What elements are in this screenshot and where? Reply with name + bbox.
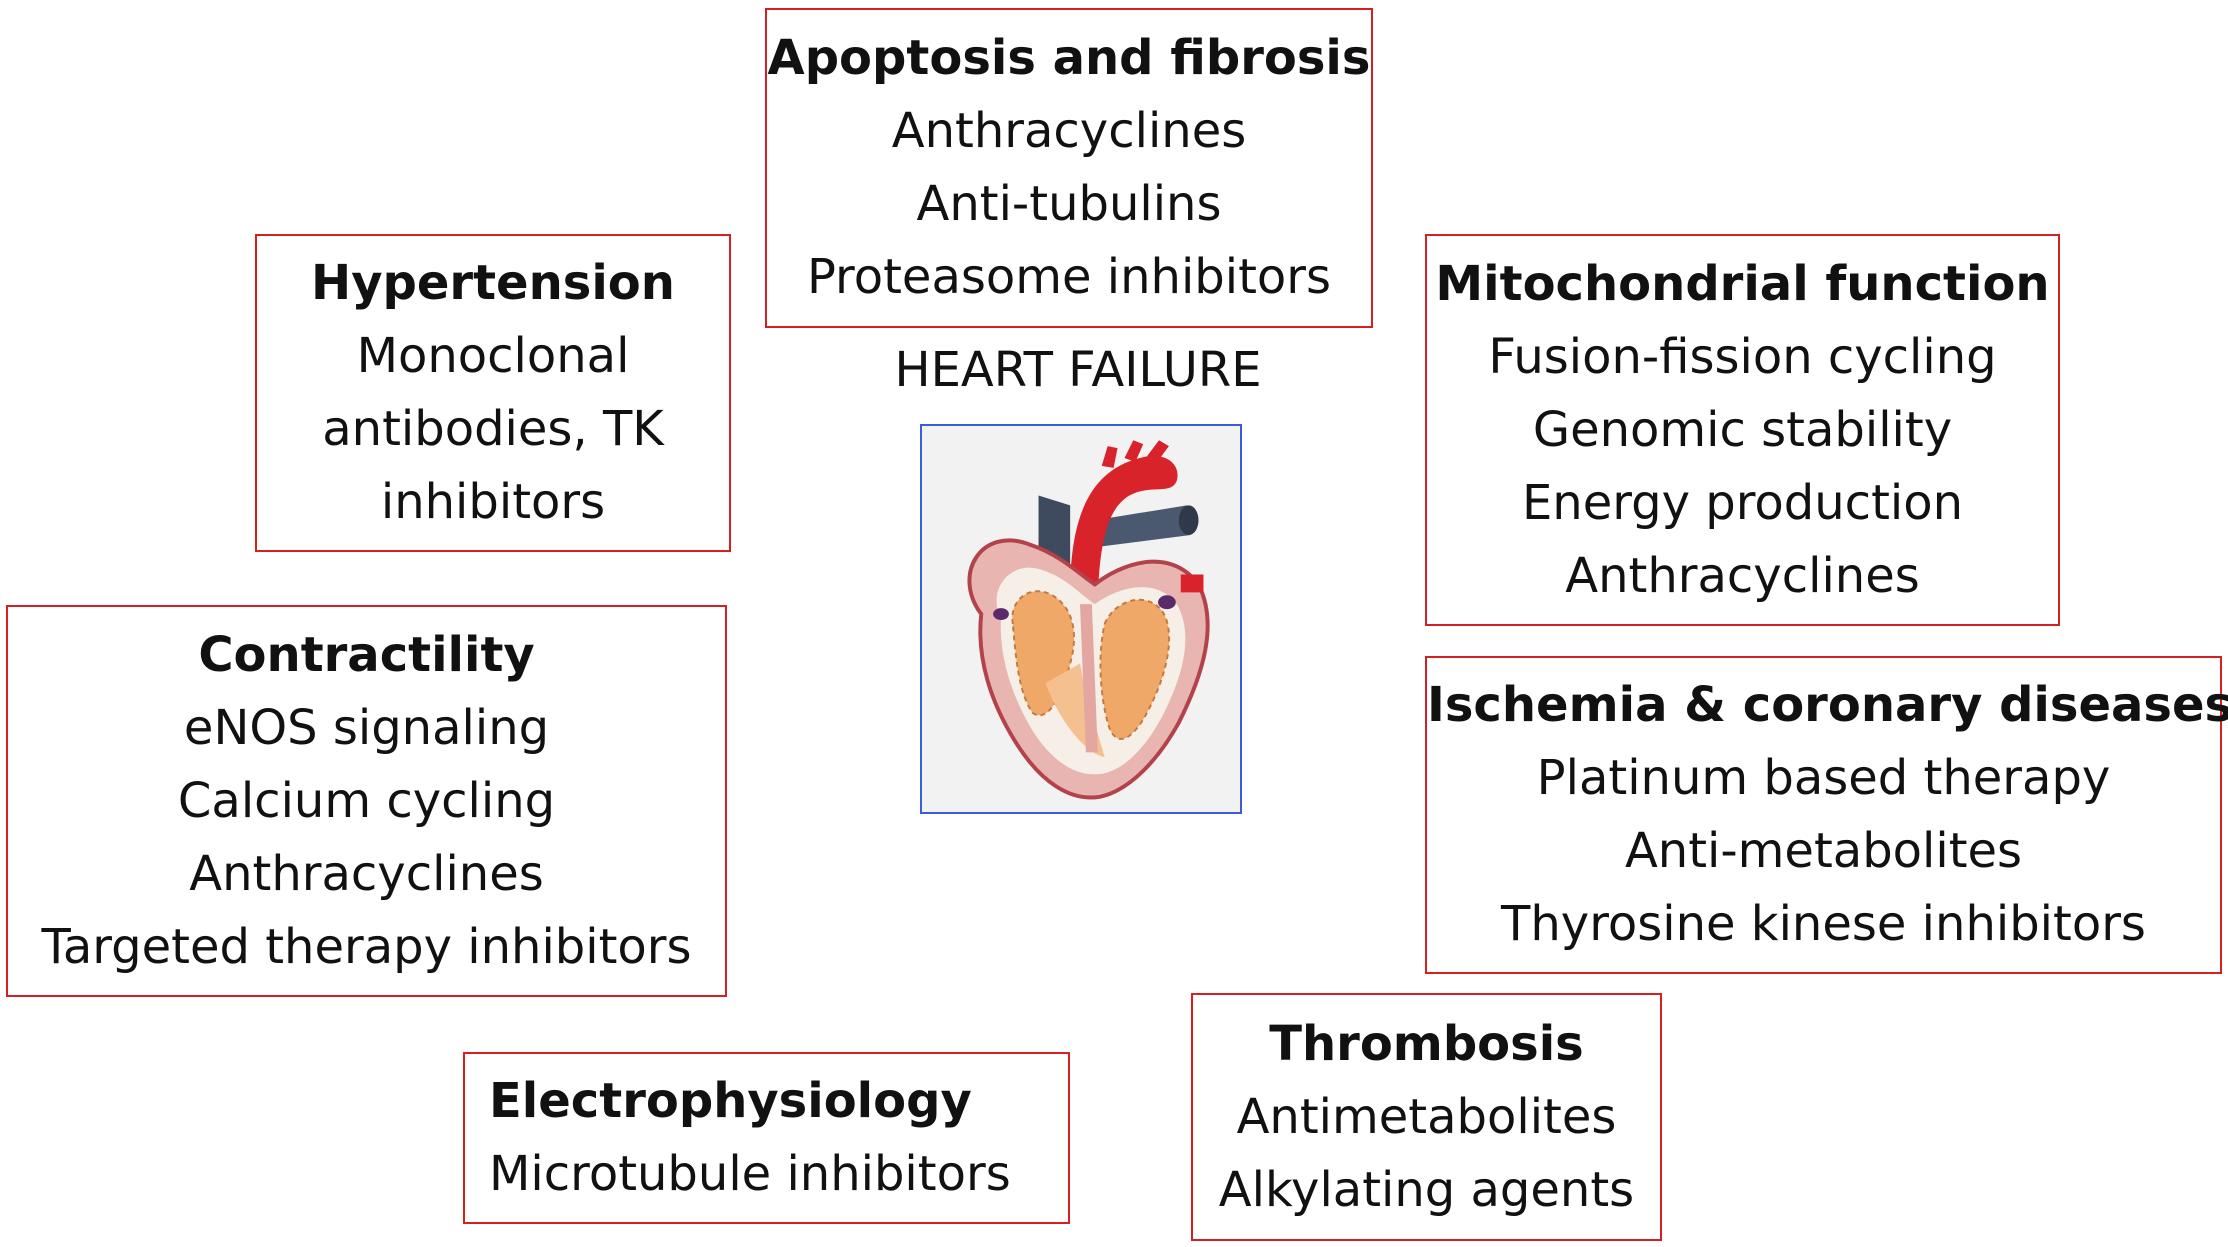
box-mitochondrial-function: Mitochondrial function Fusion-fission cy… [1425,234,2060,626]
box-item: Microtubule inhibitors [489,1146,1011,1202]
box-item: Genomic stability [1532,401,1953,458]
box-ischemia-coronary: Ischemia & coronary diseases Platinum ba… [1425,656,2228,974]
box-item: Anti-tubulins [916,176,1222,232]
box-item: Antimetabolites [1236,1088,1617,1145]
box-item: Fusion-fission cycling [1488,328,1997,385]
box-thrombosis: Thrombosis Antimetabolites Alkylating ag… [1191,993,1662,1241]
box-item: Alkylating agents [1218,1161,1635,1218]
box-apoptosis-fibrosis: Apoptosis and fibrosis Anthracyclines An… [765,8,1373,328]
box-item: inhibitors [380,474,606,530]
box-title: Apoptosis and fibrosis [767,30,1371,86]
center-label-heart-failure: HEART FAILURE [894,342,1262,398]
box-item: Proteasome inhibitors [806,249,1332,305]
box-item: Anthracyclines [1565,547,1920,604]
box-electrophysiology: Electrophysiology Microtubule inhibitors [463,1052,1070,1224]
box-item: Calcium cycling [177,772,556,829]
box-item: Anthracyclines [891,103,1247,159]
box-item: Platinum based therapy [1536,750,2111,806]
box-item: eNOS signaling [183,699,550,756]
box-item: Thyrosine kinese inhibitors [1501,896,2146,952]
box-item: Anthracyclines [189,845,544,902]
heart-image-frame [920,424,1242,814]
box-item: Anti-metabolites [1624,823,2023,879]
box-title: Hypertension [311,255,675,311]
box-title: Mitochondrial function [1435,255,2050,312]
box-title: Contractility [198,626,535,683]
box-item: Monoclonal [356,328,630,384]
heart-anatomy-icon [967,440,1210,800]
box-item: Energy production [1521,474,1964,531]
box-item: Targeted therapy inhibitors [41,918,692,975]
box-contractility: Contractility eNOS signaling Calcium cyc… [6,605,727,997]
box-title: Electrophysiology [489,1073,972,1129]
box-title: Thrombosis [1269,1015,1584,1072]
box-hypertension: Hypertension Monoclonal antibodies, TK i… [255,234,731,552]
box-item: antibodies, TK [322,401,664,457]
box-title: Ischemia & coronary diseases [1427,677,2228,733]
